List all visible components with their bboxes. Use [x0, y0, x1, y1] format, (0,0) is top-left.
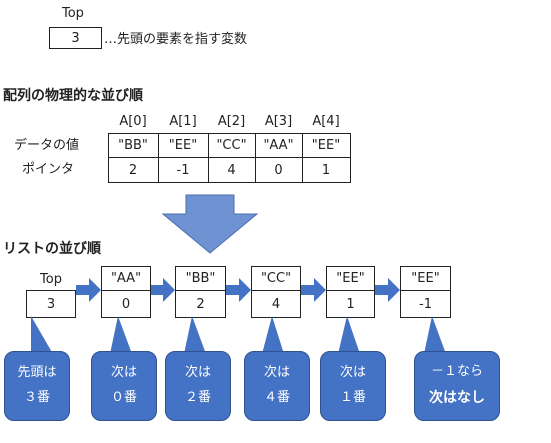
table-column-divider	[208, 133, 209, 183]
callout-line1: 先頭は	[17, 365, 57, 381]
top-variable-box: 3	[49, 27, 102, 49]
node-data-cell: "EE"	[400, 266, 451, 291]
data-value-cell: "BB"	[118, 138, 148, 153]
callout-line2: １番	[339, 390, 366, 405]
pointer-value-cell: 1	[321, 162, 331, 178]
node-pointer-cell: -1	[400, 290, 451, 318]
callout-line2: ２番	[184, 390, 211, 405]
top-variable-description: …先頭の要素を指す変数	[104, 32, 248, 47]
link-arrow-icon	[301, 278, 326, 302]
callout-line2: 次はなし	[429, 390, 485, 407]
callout-line2: ４番	[263, 390, 290, 405]
callout-pointer	[31, 316, 53, 354]
data-value-cell: "AA"	[263, 138, 294, 153]
pointer-value-cell: 2	[128, 162, 138, 178]
row-label-data: データの値	[14, 138, 80, 153]
pointer-value-cell: 0	[274, 162, 283, 178]
link-arrow-icon	[150, 278, 175, 302]
table-column-divider	[302, 133, 303, 183]
callout-pointer	[110, 316, 132, 354]
callout-line1: 次は	[339, 365, 366, 381]
column-header: A[1]	[169, 114, 197, 129]
pointer-value-cell: 4	[227, 162, 236, 178]
callout-pointer	[262, 316, 284, 354]
node-top-value: 3	[26, 290, 76, 318]
callout-pointer	[184, 316, 206, 354]
column-header: A[0]	[119, 114, 147, 129]
table-frame	[108, 133, 351, 183]
callout-line2: ０番	[110, 390, 137, 405]
data-value-cell: "EE"	[168, 138, 198, 153]
top-variable-label: Top	[62, 6, 84, 21]
callout-pointer	[338, 316, 360, 354]
callout-line2: ３番	[23, 390, 50, 405]
callout-bubble: －１なら 次はなし	[414, 351, 500, 421]
column-header: A[4]	[312, 114, 340, 129]
link-arrow-icon	[375, 278, 400, 302]
physical-order-title: 配列の物理的な並び順	[3, 88, 143, 104]
node-pointer-cell: 4	[251, 290, 301, 318]
data-value-cell: "CC"	[216, 138, 247, 153]
callout-bubble: 次は ０番	[91, 351, 157, 421]
node-pointer-cell: 2	[175, 290, 226, 318]
callout-line1: －１なら	[430, 364, 483, 380]
node-data-cell: "AA"	[101, 266, 151, 291]
link-arrow-icon	[226, 278, 251, 302]
column-header: A[3]	[264, 114, 293, 129]
down-arrow-icon	[162, 194, 258, 254]
node-pointer-cell: 0	[101, 290, 151, 318]
node-top-label: Top	[40, 272, 62, 287]
callout-bubble: 次は ２番	[165, 351, 231, 421]
column-header: A[2]	[217, 114, 246, 129]
callout-line1: 次は	[263, 365, 290, 381]
data-value-cell: "EE"	[311, 138, 341, 153]
node-pointer-cell: 1	[326, 290, 375, 318]
list-order-title: リストの並び順	[3, 241, 101, 257]
table-column-divider	[255, 133, 256, 183]
callout-pointer	[424, 316, 446, 354]
link-arrow-icon	[76, 278, 101, 302]
callout-bubble: 次は ４番	[244, 351, 310, 421]
callout-line1: 次は	[184, 365, 211, 381]
callout-bubble: 先頭は ３番	[4, 351, 70, 421]
table-row-divider	[108, 157, 351, 158]
table-column-divider	[158, 133, 159, 183]
node-data-cell: "EE"	[326, 266, 375, 291]
pointer-value-cell: -1	[176, 162, 190, 178]
row-label-pointer: ポインタ	[22, 162, 75, 177]
callout-bubble: 次は １番	[320, 351, 386, 421]
callout-line1: 次は	[110, 365, 137, 381]
